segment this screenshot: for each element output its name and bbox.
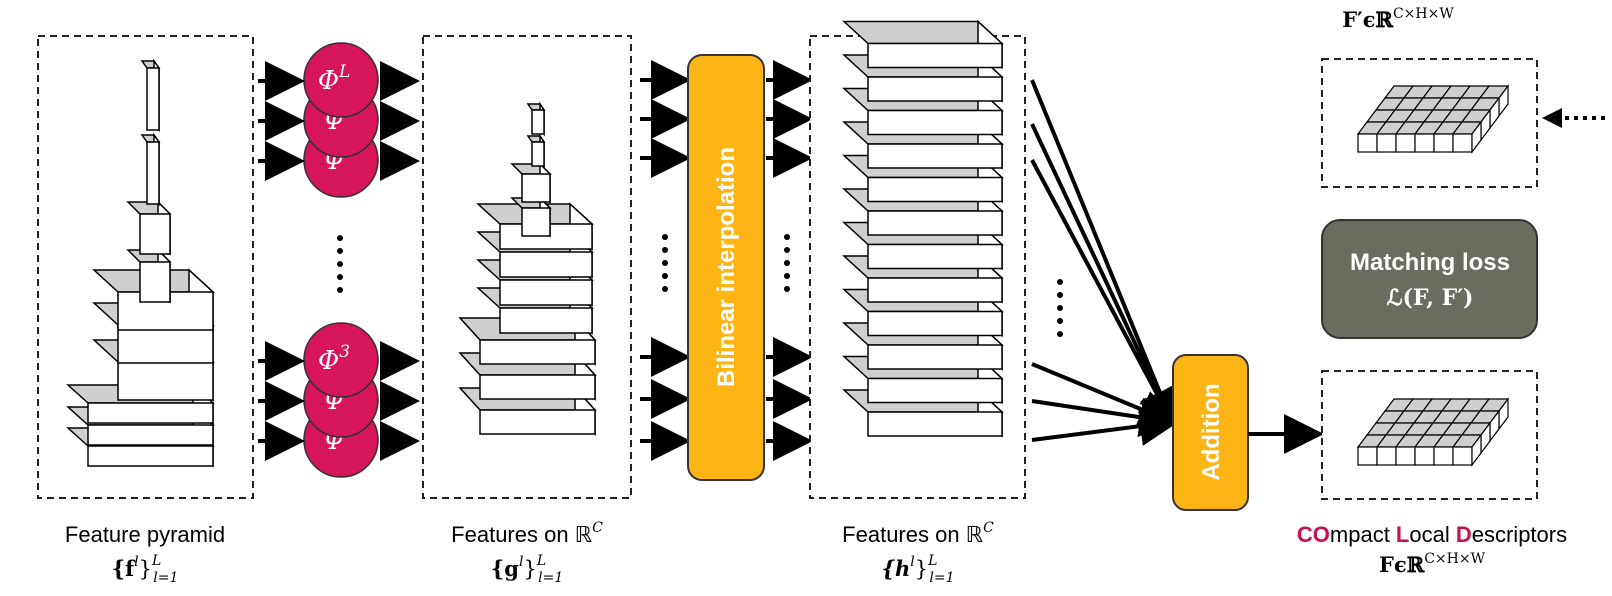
fprime-label: F′ϵℝC×H×W	[1342, 6, 1454, 32]
vertical-ellipsis-g	[662, 234, 668, 292]
vertical-ellipsis-h	[784, 234, 790, 292]
features-h-title: Features on ℝC	[842, 520, 994, 547]
grid-front-cell	[1376, 446, 1397, 466]
grid-front-cell	[1395, 446, 1416, 466]
pyramid-level-7	[126, 200, 172, 256]
grid-front-cell	[1414, 133, 1435, 153]
fan-line-0	[1030, 79, 1179, 430]
fan-line-2	[1030, 159, 1176, 430]
bilinear-interpolation-block	[687, 54, 765, 481]
f-bottom-label: FϵℝC×H×W	[1379, 551, 1486, 577]
vertical-ellipsis-fan	[1057, 279, 1063, 337]
addition-label: Addition	[1198, 383, 1225, 480]
grid-front-cell	[1376, 133, 1397, 153]
features-g-stack	[458, 101, 597, 436]
phi-circle-2: Φ3	[303, 322, 379, 398]
matching-loss-title: Matching loss	[1350, 249, 1510, 276]
bilinear-interpolation-label: Bilinear interpolation	[713, 147, 740, 387]
svg-text:ΦL: ΦL	[318, 62, 351, 96]
feature-pyramid-stack	[66, 58, 215, 468]
grid-front-cell	[1433, 446, 1454, 466]
pyramid-level-8	[140, 132, 161, 207]
grid-front-cell	[1357, 133, 1378, 153]
cold-title: COmpact Local Descriptors	[1297, 522, 1567, 547]
arrows-to-interpolation	[640, 60, 691, 461]
matching-loss-formula: ℒ(F, F′)	[1387, 285, 1474, 311]
phi-circle-2: ΦL	[303, 42, 379, 118]
grid-front-cell	[1452, 133, 1473, 153]
grid-front-cell	[1414, 446, 1435, 466]
arrows-to-features-h	[766, 60, 813, 461]
grid-side-cell	[1471, 120, 1482, 154]
descriptors-grid-tensor	[1356, 397, 1510, 467]
feature-pyramid-title: Feature pyramid	[65, 522, 225, 547]
features-g-title: Features on ℝC	[451, 520, 603, 547]
vertical-ellipsis-phi	[337, 235, 343, 293]
fprime-grid-tensor	[1356, 84, 1510, 154]
pyramid-level-6	[126, 248, 172, 304]
h-level-11	[842, 19, 1004, 70]
fan-line-1	[1030, 123, 1177, 430]
pyramid-level-9	[140, 58, 161, 133]
g-level-10	[526, 101, 546, 137]
grid-front-cell	[1433, 133, 1454, 153]
grid-front-cell	[1395, 133, 1416, 153]
matching-loss-box	[1321, 219, 1538, 339]
fan-line-5	[1031, 406, 1180, 446]
g-level-9	[526, 133, 546, 169]
grid-side-cell	[1471, 433, 1482, 467]
fan-in-arrows	[1030, 79, 1180, 446]
svg-text:Φ3: Φ3	[318, 342, 350, 376]
dotted-arrow-incoming	[1542, 108, 1605, 128]
features-h-stack	[842, 19, 1004, 438]
grid-front-cell	[1452, 446, 1473, 466]
grid-front-cell	[1357, 446, 1378, 466]
